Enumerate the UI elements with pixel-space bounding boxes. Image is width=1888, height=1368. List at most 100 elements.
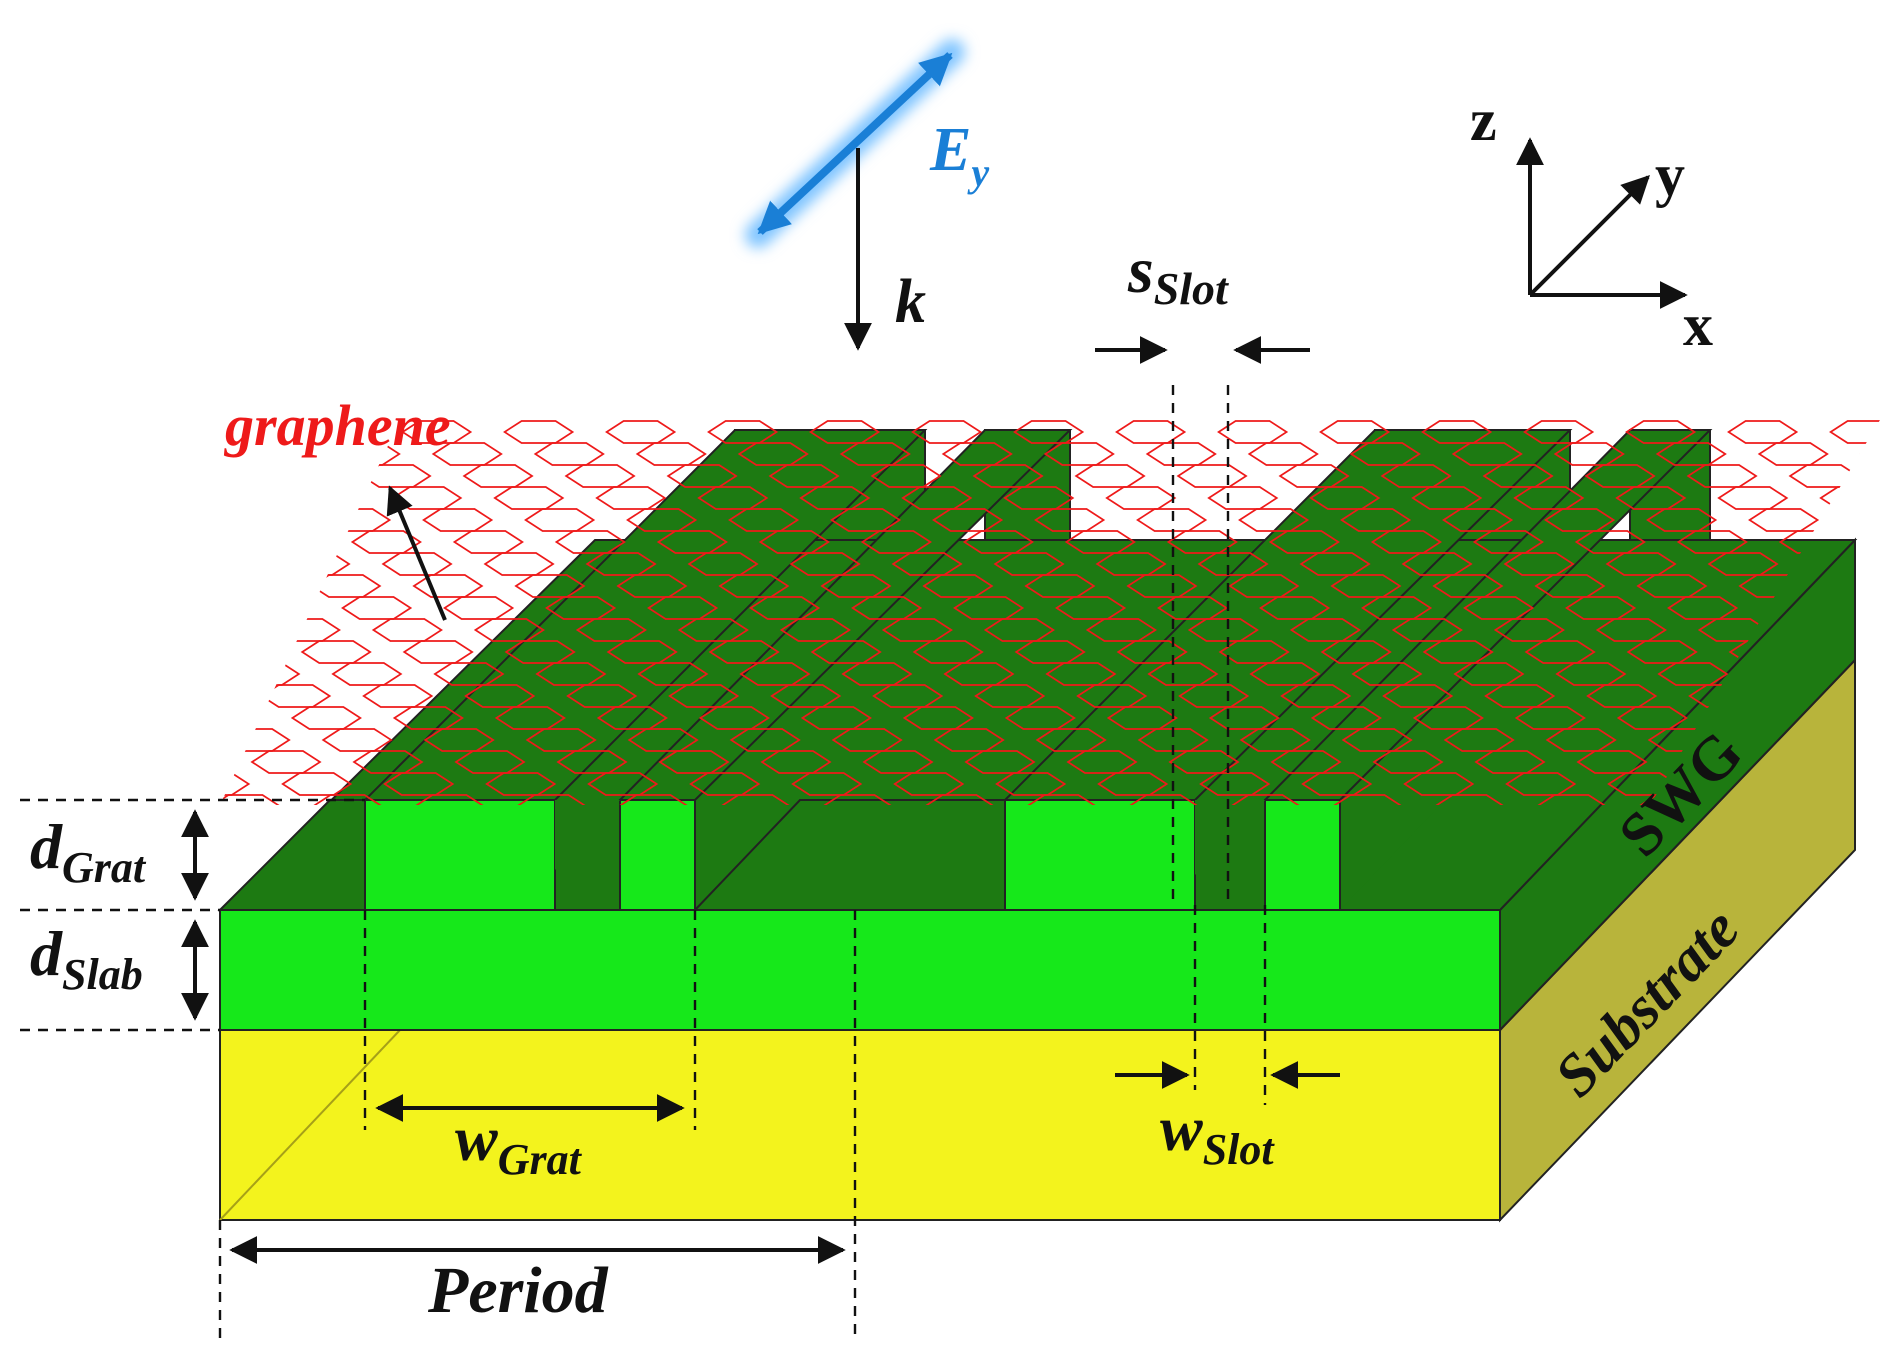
graphene-hexagon — [1412, 706, 1484, 730]
graphene-hexagon — [872, 684, 944, 708]
graphene-hexagon — [1484, 684, 1556, 708]
graphene-hexagon — [1178, 684, 1250, 708]
graphene-hexagon — [1003, 486, 1075, 510]
graphene-hexagon — [1310, 706, 1382, 730]
graphene-hexagon — [171, 839, 239, 861]
graphene-hexagon — [392, 706, 464, 730]
graphene-hexagon — [1474, 750, 1546, 774]
graphene-hexagon — [1066, 750, 1138, 774]
graphene-hexagon — [1545, 728, 1617, 752]
graphene-hexagon — [891, 552, 963, 576]
graphene-hexagon — [1615, 486, 1687, 510]
graphene-hexagon — [1372, 750, 1444, 774]
graphene-hexagon — [503, 420, 575, 444]
graphene-hexagon — [758, 530, 830, 554]
graphene-hexagon — [150, 751, 218, 773]
graphene-hexagon — [58, 685, 126, 707]
graphene-hexagon — [1116, 640, 1188, 664]
graphene-hexagon — [810, 640, 882, 664]
graphene-hexagon — [1605, 552, 1677, 576]
graphene-hexagon — [728, 508, 800, 532]
graphene-hexagon — [1025, 794, 1098, 805]
graphene-hexagon — [1370, 530, 1442, 554]
graphene-hexagon — [1443, 728, 1515, 752]
graphene-hexagon — [1524, 640, 1596, 664]
graphene-hexagon — [1145, 442, 1217, 466]
graphene-hexagon — [1126, 574, 1198, 598]
graphene-hexagon — [16, 509, 84, 531]
graphene-hexagon — [789, 552, 861, 576]
graphene-hexagon — [1576, 750, 1648, 774]
graphene-hexagon — [658, 750, 730, 774]
graphene-hexagon — [1105, 486, 1177, 510]
graphene-hexagon — [1422, 640, 1494, 664]
graphene-hexagon — [97, 421, 165, 443]
graphene-hexagon — [995, 772, 1067, 796]
graphene-hexagon — [707, 420, 779, 444]
coordinate-axes — [1516, 137, 1688, 309]
graphene-hexagon — [1482, 464, 1554, 488]
graphene-hexagon — [1166, 530, 1238, 554]
graphene-hexagon — [1064, 530, 1136, 554]
graphene-hexagon — [1351, 662, 1423, 686]
graphene-hexagon — [331, 662, 403, 686]
graphene-hexagon — [860, 530, 932, 554]
graphene-hexagon — [677, 618, 749, 642]
graphene-hexagon — [1829, 420, 1880, 444]
graphene-hexagon — [1045, 662, 1117, 686]
graphene-hexagon — [1874, 817, 1888, 839]
graphene-hexagon — [1882, 531, 1888, 553]
graphene-hexagon — [689, 772, 761, 796]
graphene-hexagon — [1280, 684, 1352, 708]
graphene-hexagon — [1270, 750, 1342, 774]
graphene-hexagon — [1115, 420, 1187, 444]
graphene-hexagon — [626, 508, 698, 532]
graphene-hexagon — [37, 597, 105, 619]
graphene-hexagon — [229, 662, 301, 686]
graphene-hexagon — [77, 553, 145, 575]
graphene-hexagon — [362, 684, 434, 708]
graphene-hexagon — [6, 575, 74, 597]
graphene-hexagon — [1411, 486, 1483, 510]
graphene-hexagon — [606, 640, 678, 664]
graphene-hexagon — [0, 817, 4, 839]
graphene-hexagon — [220, 728, 291, 752]
graphene-hexagon — [1667, 596, 1739, 620]
z-axis-label: z — [1470, 87, 1497, 153]
graphene-hexagon — [391, 486, 463, 510]
graphene-hexagon — [515, 794, 588, 805]
graphene-hexagon — [1207, 486, 1279, 510]
graphene-hexagon — [749, 596, 821, 620]
graphene-hexagon — [1157, 596, 1229, 620]
graphene-hexagon — [1085, 618, 1157, 642]
graphene-hexagon — [831, 728, 903, 752]
graphene-hexagon — [554, 530, 626, 554]
graphene-hexagon — [485, 772, 557, 796]
graphene-hexagon — [129, 663, 197, 685]
graphene-hexagon — [341, 596, 413, 620]
graphene-hexagon — [779, 618, 851, 642]
graphene-hexagon — [1433, 794, 1506, 805]
graphene-hexagon — [545, 596, 617, 620]
graphene-hexagon — [464, 684, 536, 708]
graphene-hexagon — [443, 596, 515, 620]
graphene-hexagon — [1095, 552, 1167, 576]
graphene-hexagon — [525, 728, 597, 752]
graphene-hexagon — [932, 508, 1004, 532]
graphene-hexagon — [627, 728, 699, 752]
graphene-pointer-arrow — [386, 485, 447, 621]
graphene-hexagon — [912, 640, 984, 664]
graphene-hexagon — [1331, 794, 1404, 805]
dimension-arrows — [181, 336, 1340, 1264]
graphene-hexagon — [1626, 640, 1698, 664]
graphene-hexagon — [719, 794, 792, 805]
graphene-hexagon — [1380, 464, 1452, 488]
graphene-hexagon — [0, 751, 14, 773]
graphene-hexagon — [483, 552, 555, 576]
graphene-hexagon — [799, 486, 871, 510]
graphene-hexagon — [1320, 640, 1392, 664]
graphene-hexagon — [1330, 574, 1402, 598]
graphene-hexagon — [0, 641, 64, 663]
graphene-hexagon — [0, 531, 12, 553]
graphene-hexagon — [402, 640, 474, 664]
